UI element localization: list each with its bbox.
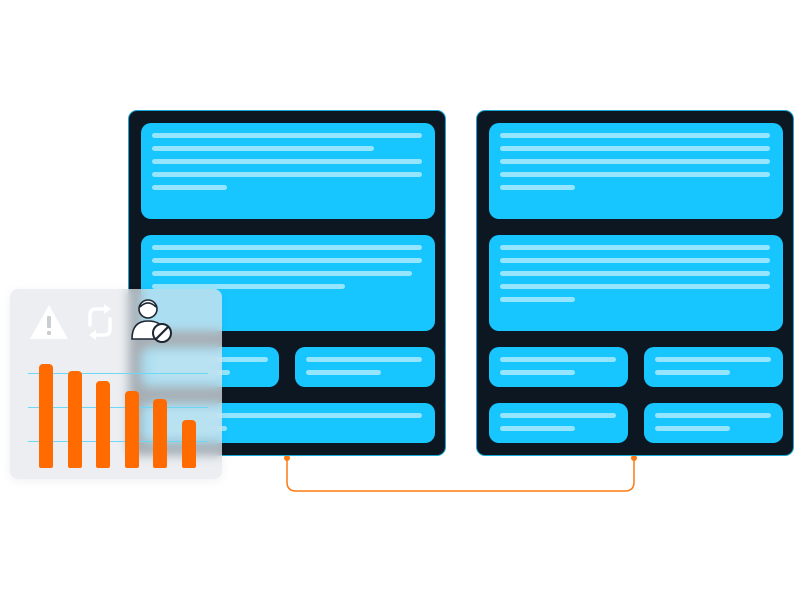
wireframe-panel-right: [476, 110, 794, 456]
content-block-middle: [489, 235, 783, 331]
chart-gridline: [28, 441, 208, 442]
text-line: [152, 133, 422, 138]
text-line: [152, 258, 422, 263]
text-line: [500, 426, 575, 431]
content-block-row2-right: [644, 403, 783, 443]
text-line: [152, 271, 412, 276]
text-line: [500, 370, 575, 375]
chart-gridline: [28, 373, 208, 374]
text-line: [306, 357, 422, 362]
text-line: [655, 413, 771, 418]
text-line: [500, 146, 770, 151]
text-line: [152, 172, 422, 177]
content-block-row1-left: [489, 347, 628, 387]
text-line: [500, 185, 575, 190]
text-line: [500, 357, 616, 362]
chart-bar: [96, 381, 110, 468]
text-line: [500, 133, 770, 138]
text-line: [655, 357, 771, 362]
connector-start-dot: [284, 455, 290, 461]
text-line: [655, 370, 730, 375]
text-line: [500, 159, 770, 164]
content-block-top: [489, 123, 783, 219]
text-line: [152, 185, 227, 190]
text-line: [152, 146, 374, 151]
text-line: [152, 413, 422, 418]
chart-bar: [182, 420, 196, 468]
text-line: [500, 271, 770, 276]
text-line: [500, 172, 770, 177]
chart-bar: [125, 391, 139, 468]
text-line: [306, 370, 381, 375]
text-line: [500, 245, 770, 250]
chart-bar: [68, 371, 82, 468]
content-block-row2-left: [489, 403, 628, 443]
chart-bar: [39, 364, 53, 468]
text-line: [152, 245, 422, 250]
warning-icon: [30, 305, 68, 339]
refresh-icon: [88, 304, 112, 340]
content-block-row1-right: [644, 347, 783, 387]
text-line: [152, 284, 345, 289]
text-line: [500, 413, 616, 418]
content-block-small-right: [295, 347, 435, 387]
connector-end-dot: [631, 455, 637, 461]
text-line: [500, 284, 770, 289]
chart-gridline: [28, 407, 208, 408]
analytics-overlay-card: [10, 289, 222, 479]
text-line: [500, 258, 770, 263]
user-blocked-icon: [131, 299, 172, 343]
chart-bar: [153, 399, 167, 468]
text-line: [655, 426, 730, 431]
content-block-middle: [141, 235, 435, 331]
content-block-top: [141, 123, 435, 219]
text-line: [152, 159, 422, 164]
text-line: [500, 297, 575, 302]
